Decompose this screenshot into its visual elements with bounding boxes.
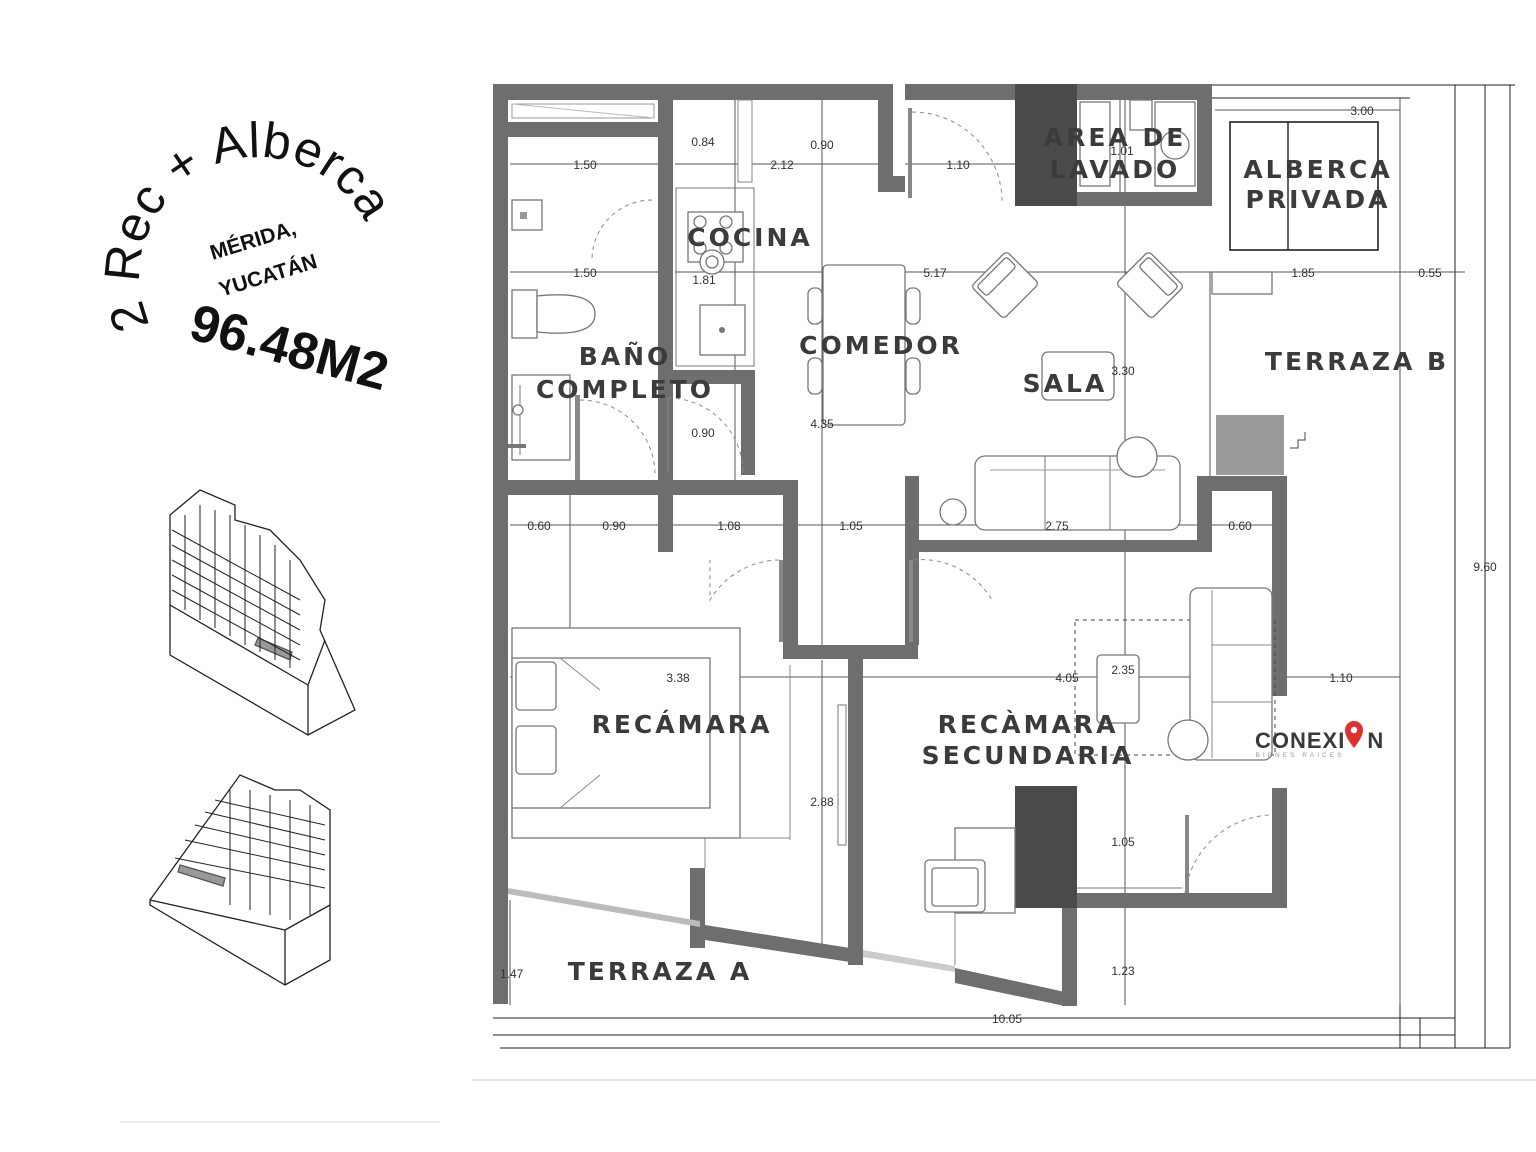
label-area-de-lavado: LAVADO [1050,155,1181,184]
bedroom-doors [709,559,1271,894]
stove [687,211,746,356]
dim-label: 2.75 [1045,519,1069,533]
dim-label: 4.35 [810,417,834,431]
dim-label: 1.81 [692,273,716,287]
bathroom-fixtures [508,199,744,480]
label-area-de-lavado: AREA DE [1044,123,1187,152]
bed [511,627,791,868]
label-bano: COMPLETO [536,375,714,404]
dim-label: 1.01 [1110,144,1134,158]
dim-label: 1.05 [1111,835,1135,849]
secondary-bedroom-furniture [924,587,1276,965]
label-bano: BAÑO [579,342,672,371]
dim-label: 2.35 [1111,663,1135,677]
dim-label: 2.12 [770,158,794,172]
laundry-fixtures [1079,99,1196,187]
label-alberca: ALBERCA [1243,155,1392,184]
dim-label: 3.38 [666,671,690,685]
label-terraza-b: TERRAZA B [1265,347,1449,376]
dim-label: 0.90 [602,519,626,533]
room-labels: AREA DE LAVADO ALBERCA PRIVADA COCINA CO… [536,123,1449,986]
dim-label: 0.60 [527,519,551,533]
dim-label: 0.55 [1418,266,1442,280]
floor-plan: AREA DE LAVADO ALBERCA PRIVADA COCINA CO… [472,84,1536,1081]
label-terraza-a: TERRAZA A [568,957,753,986]
building-isometric-icon [169,489,356,736]
dim-label: 1.23 [1111,964,1135,978]
label-cocina: COCINA [687,223,813,252]
dim-label: 0.90 [810,138,834,152]
dim-label: 10.05 [992,1012,1022,1026]
walls [493,84,1287,1006]
label-recamara-secundaria: SECUNDARIA [922,741,1135,770]
badge-title-arc: 2 Rec + Alberca [94,112,405,339]
building-isometric-icon [149,774,331,986]
dim-label: 1.50 [573,158,597,172]
label-recamara-secundaria: RECÀMARA [938,710,1119,739]
label-sala: SALA [1023,369,1108,398]
label-recamara: RECÁMARA [592,710,773,739]
dim-label: 4.05 [1055,671,1079,685]
dim-label: 9.60 [1473,560,1497,574]
dim-label: 0.84 [691,135,715,149]
fixture-lines [511,99,1003,367]
living-room-furniture [939,252,1306,531]
dim-label: 0.60 [1228,519,1252,533]
dim-label: 3.00 [1350,104,1374,118]
dim-label: 1.85 [1291,266,1315,280]
dim-label: 5.17 [923,266,947,280]
dim-label: 1.10 [946,158,970,172]
dim-label: 1.10 [1329,671,1353,685]
badge-area: 96.48M2 [184,294,394,402]
label-comedor: COMEDOR [799,331,963,360]
location-pin-icon [1345,721,1363,748]
dimension-labels: 0.84 0.90 1.01 3.00 1.50 2.12 1.10 1.50 … [500,104,1497,1026]
dim-label: 1.08 [717,519,741,533]
dim-label: 0.90 [691,426,715,440]
dim-label: 1.05 [839,519,863,533]
dim-label: 1.50 [573,266,597,280]
dim-label: 2.88 [810,795,834,809]
badge-panel: 2 Rec + Alberca MÉRIDA, YUCATÁN 96.48M2 [94,112,440,1123]
label-alberca: PRIVADA [1246,185,1391,214]
brand-tagline: BIENES RAICES [1256,752,1345,759]
dim-label: 3.30 [1111,364,1135,378]
dim-label: 1.47 [500,967,524,981]
pool [1229,121,1379,251]
dining-table [807,264,921,426]
